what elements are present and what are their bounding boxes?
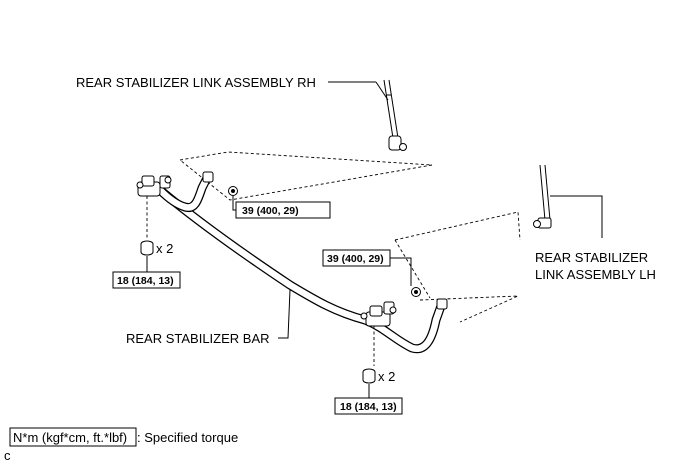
link-rh-leader-2 — [375, 81, 389, 101]
nut-upper-leader — [232, 196, 236, 211]
legend-description: : Specified torque — [137, 430, 238, 445]
torque-bolt-left: 18 (184, 13) — [117, 275, 174, 287]
qty-bolt-left: x 2 — [156, 241, 173, 256]
bolt-right — [362, 368, 376, 398]
link-lh-part — [533, 164, 552, 229]
lower-dashed-plane-b — [419, 295, 519, 323]
torque-bolt-right: 18 (184, 13) — [340, 401, 397, 413]
torque-box-bolt-left — [112, 271, 181, 289]
torque-box-upper — [235, 201, 331, 219]
nut-upper — [228, 186, 238, 196]
nut-lower — [411, 287, 421, 297]
torque-box-bolt-right — [334, 397, 403, 415]
lower-dashed-plane-a — [394, 211, 521, 241]
upper-dashed-plane — [179, 151, 433, 201]
nut-lower-leader — [390, 257, 412, 286]
label-bar: REAR STABILIZER BAR — [126, 331, 270, 346]
bracket-right — [360, 301, 397, 327]
legend-box — [9, 427, 137, 447]
footer-code: c — [4, 448, 11, 463]
bolt-left — [140, 240, 154, 272]
label-link-lh-line2: LINK ASSEMBLY LH — [535, 267, 656, 282]
link-lh-leader — [550, 195, 603, 238]
link-rh-part — [383, 79, 407, 151]
lower-dashed-plane-c — [394, 239, 431, 299]
legend-unit: N*m (kgf*cm, ft.*lbf) — [13, 430, 127, 445]
label-link-rh: REAR STABILIZER LINK ASSEMBLY RH — [76, 75, 316, 90]
qty-bolt-right: x 2 — [378, 369, 395, 384]
bracket-left — [136, 175, 172, 197]
torque-box-lower — [322, 249, 391, 267]
torque-upper: 39 (400, 29) — [242, 205, 299, 217]
bar-leader — [278, 289, 291, 339]
torque-lower: 39 (400, 29) — [327, 253, 384, 265]
stabilizer-bar — [155, 171, 448, 354]
label-link-lh-line1: REAR STABILIZER — [535, 250, 648, 265]
